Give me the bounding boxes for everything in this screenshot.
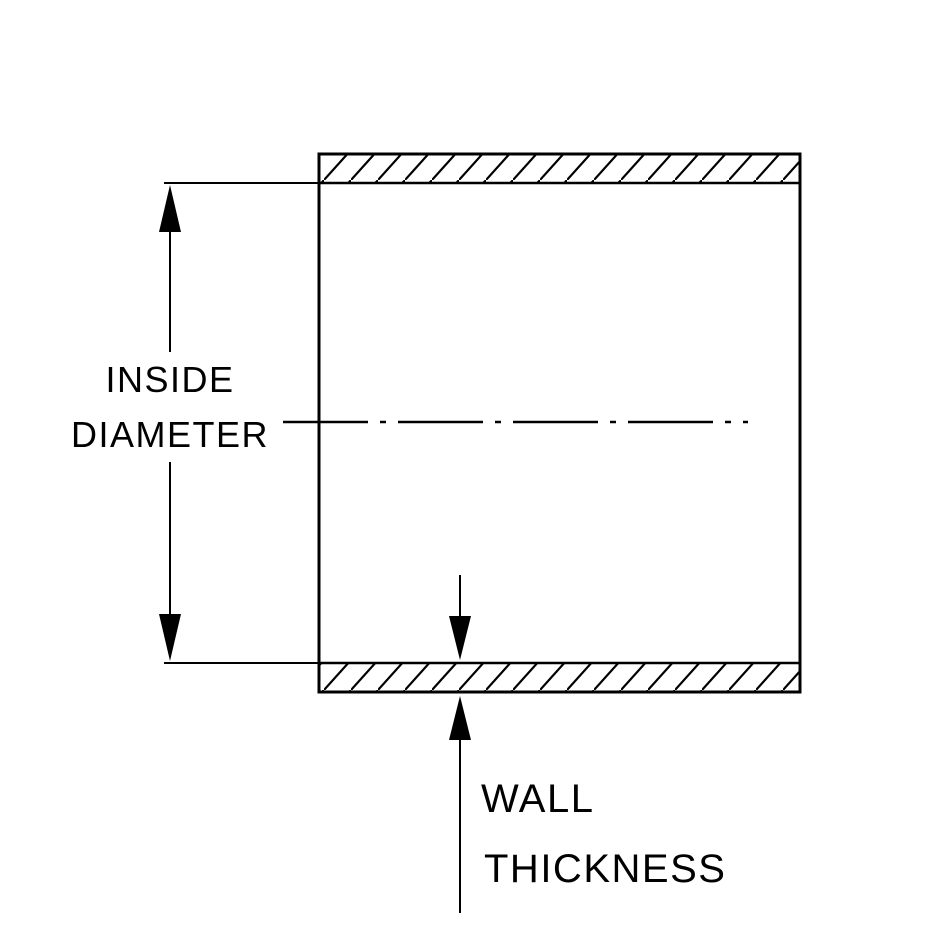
inside-diameter-dimension: INSIDE DIAMETER xyxy=(71,182,319,664)
inside-diameter-label-line2: DIAMETER xyxy=(71,414,269,455)
arrow-up-icon xyxy=(449,696,471,740)
wall-thickness-label-line2: THICKNESS xyxy=(484,847,726,891)
arrow-down-icon xyxy=(159,614,181,661)
bottom-wall-hatch xyxy=(317,661,802,694)
inside-diameter-label-line1: INSIDE xyxy=(105,359,234,400)
wall-thickness-dimension: WALL THICKNESS xyxy=(449,575,726,913)
arrow-down-icon xyxy=(449,616,471,660)
wall-thickness-label-line1: WALL xyxy=(481,777,594,821)
arrow-up-icon xyxy=(159,185,181,232)
top-wall-hatch xyxy=(317,152,802,185)
